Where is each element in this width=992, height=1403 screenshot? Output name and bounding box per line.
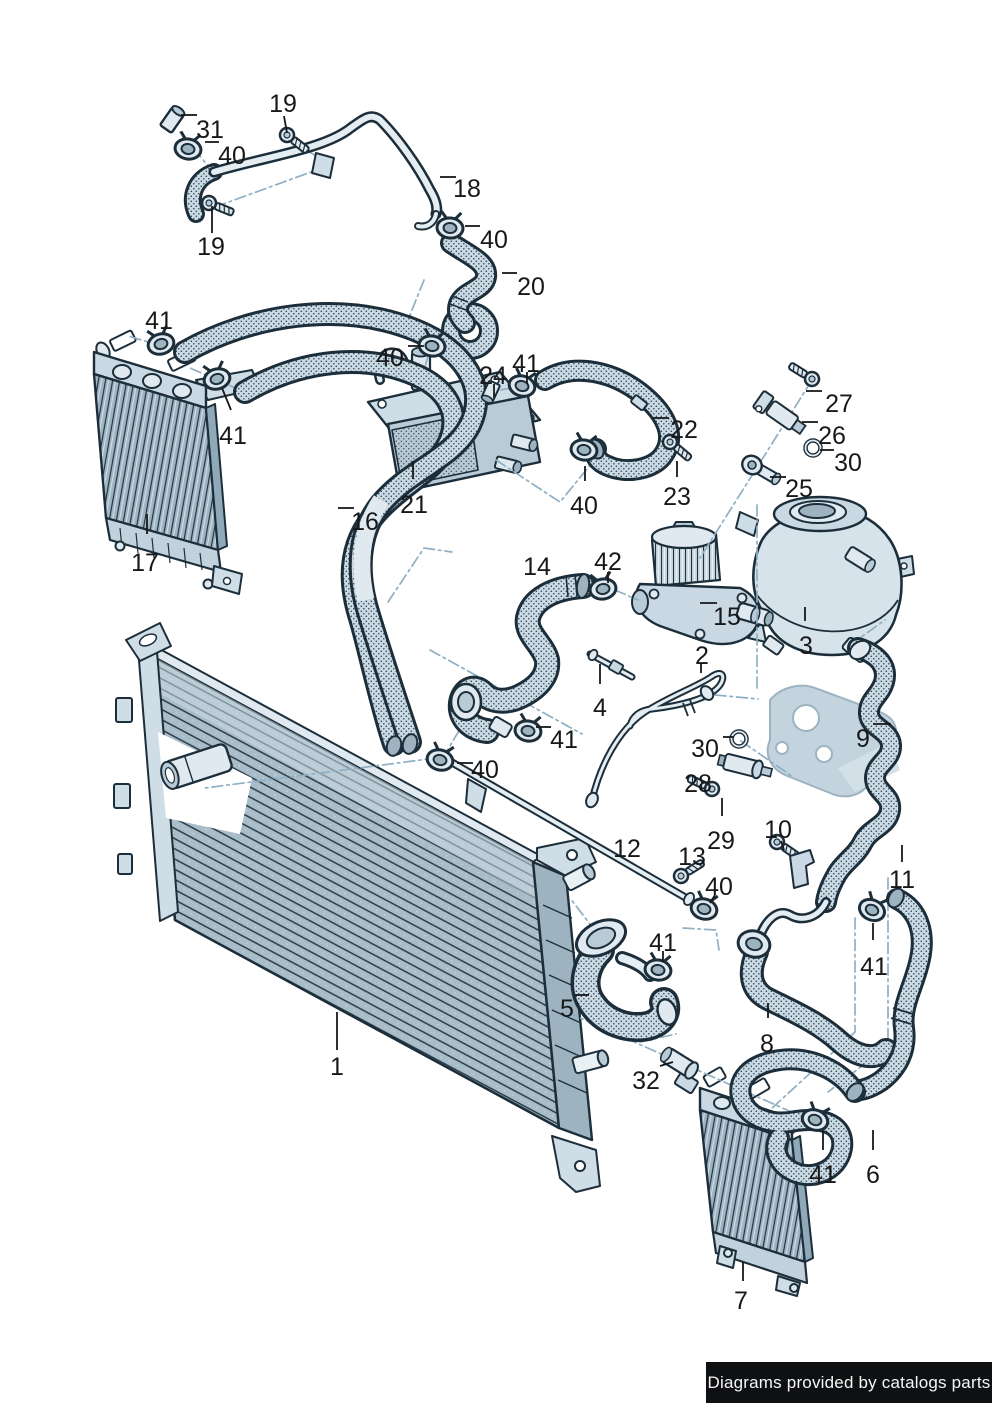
screw-19-left [198, 192, 237, 221]
part-label-40-30: 40 [471, 756, 499, 784]
part-label-26-19: 26 [818, 422, 846, 450]
leader-line-10-34 [780, 840, 785, 851]
fitting-25 [741, 454, 782, 486]
part-label-13-36: 13 [678, 843, 706, 871]
hose-8 [736, 929, 898, 1069]
part-label-2-26: 2 [695, 642, 709, 670]
part-label-40-37: 40 [705, 873, 733, 901]
part-label-19-0: 19 [269, 90, 297, 118]
radiator-inlet-port [160, 743, 233, 790]
hose-22 [534, 359, 680, 481]
cap-31 [158, 102, 188, 135]
part-label-30-20: 30 [834, 449, 862, 477]
part-label-3-25: 3 [799, 632, 813, 660]
clamp-41-hose14 [511, 711, 546, 745]
part-label-41-41: 41 [649, 929, 677, 957]
part-label-10-34: 10 [764, 816, 792, 844]
part-label-40-5: 40 [480, 226, 508, 254]
footer-credit-bar: Diagrams provided by catalogs parts [706, 1362, 992, 1403]
bracket-10 [789, 849, 815, 889]
part-label-41-29: 41 [550, 726, 578, 754]
part-label-23-17: 23 [663, 483, 691, 511]
part-label-11-38: 11 [889, 866, 915, 894]
hose-14 [447, 573, 596, 744]
fitting-32 [659, 1046, 699, 1095]
hose-20 [440, 232, 499, 360]
part-label-30-31: 30 [691, 735, 719, 763]
hose-9 [755, 637, 902, 941]
part-label-4-27: 4 [593, 694, 607, 722]
footer-credit-text: Diagrams provided by catalogs parts [707, 1372, 991, 1392]
part-label-31-1: 31 [196, 116, 224, 144]
oil-filter-housing [631, 521, 774, 646]
small-parts [142, 102, 893, 1136]
part-label-28-32: 28 [684, 770, 712, 798]
part-label-40-8: 40 [376, 344, 404, 372]
part-label-17-13: 17 [131, 549, 159, 577]
pipe-2 [585, 670, 727, 809]
hose-16-double [173, 302, 489, 757]
part-label-41-39: 41 [860, 953, 888, 981]
part-label-40-2: 40 [218, 142, 246, 170]
part-label-20-6: 20 [517, 273, 545, 301]
part-label-1-44: 1 [330, 1053, 344, 1081]
part-label-29-33: 29 [707, 827, 735, 855]
clamp-41-hose11 [854, 888, 893, 927]
part-label-9-28: 9 [856, 725, 870, 753]
hose-5 [570, 918, 681, 1042]
part-label-25-21: 25 [785, 475, 813, 503]
part-label-6-46: 6 [866, 1161, 880, 1189]
screw-27 [784, 358, 823, 390]
part-label-42-23: 42 [594, 548, 622, 576]
leader-line-40-37 [709, 894, 716, 904]
expansion-tank [735, 495, 915, 663]
part-label-24-9: 24 [479, 362, 507, 390]
part-label-8-42: 8 [760, 1030, 774, 1058]
leader-line-19-0 [283, 115, 288, 134]
part-label-21-15: 21 [400, 491, 428, 519]
part-label-12-35: 12 [613, 835, 641, 863]
part-label-41-10: 41 [512, 350, 540, 378]
part-label-40-16: 40 [570, 492, 598, 520]
part-label-5-40: 5 [560, 995, 574, 1023]
sensor-26 [752, 390, 807, 436]
part-label-22-12: 22 [670, 416, 698, 444]
o-ring-30-bottom [732, 732, 747, 747]
pipe-4 [586, 648, 636, 681]
clamp-40-cooler [567, 430, 602, 464]
aux-radiator-left [92, 329, 261, 595]
part-label-7-47: 7 [734, 1287, 748, 1315]
part-label-27-18: 27 [825, 390, 853, 418]
hose-11 [842, 887, 933, 1102]
clamp-40-hose16 [423, 739, 459, 775]
part-label-14-22: 14 [523, 553, 551, 581]
part-label-19-4: 19 [197, 233, 225, 261]
part-label-32-43: 32 [632, 1067, 660, 1095]
part-label-15-24: 15 [713, 603, 741, 631]
part-label-41-45: 41 [809, 1161, 837, 1189]
coolant-pipe-18 [183, 111, 443, 231]
part-label-16-14: 16 [351, 508, 379, 536]
hose-6 [729, 1048, 866, 1186]
part-label-18-3: 18 [453, 175, 481, 203]
part-label-41-7: 41 [145, 307, 173, 335]
leader-line-41-11 [221, 387, 232, 411]
main-radiator [113, 622, 610, 1193]
part-label-41-11: 41 [219, 422, 247, 450]
valve-29 [716, 753, 774, 780]
leader-line-32-43 [659, 1061, 674, 1067]
